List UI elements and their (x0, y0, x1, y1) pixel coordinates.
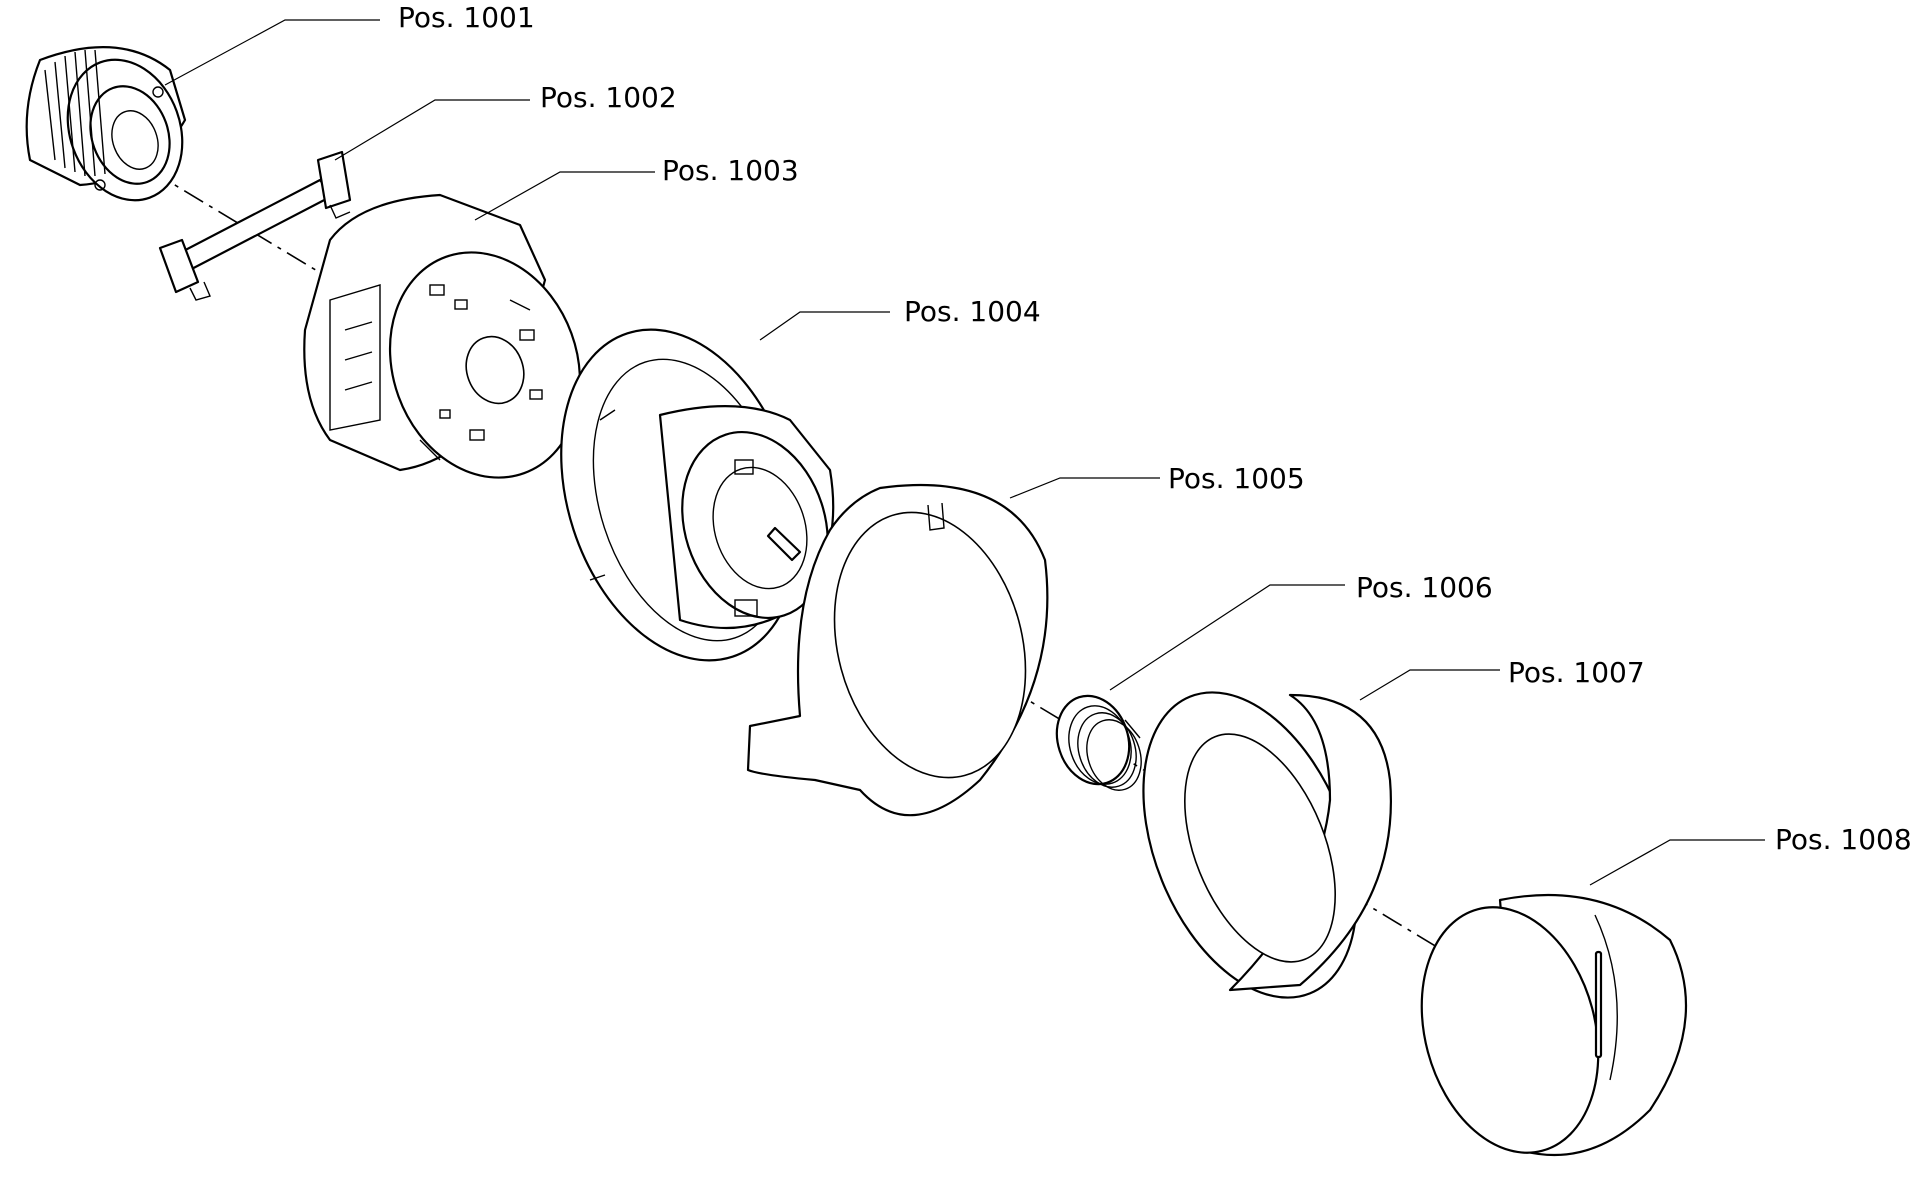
leader-line-1001 (164, 19, 380, 86)
leader-line-1004 (759, 311, 890, 341)
part-1006-spring (1055, 694, 1142, 791)
label-pos-1002: Pos. 1002 (540, 81, 677, 114)
label-pos-1003: Pos. 1003 (662, 154, 799, 187)
leader-line-1006 (1109, 584, 1345, 691)
part-1003-electronics-housing (303, 193, 582, 479)
label-pos-1001: Pos. 1001 (398, 1, 535, 34)
part-1002-cable-bridge (158, 150, 352, 301)
label-pos-1006: Pos. 1006 (1356, 571, 1493, 604)
part-1008-control-knob (1420, 894, 1688, 1157)
label-pos-1007: Pos. 1007 (1508, 656, 1645, 689)
leader-line-1008 (1589, 839, 1765, 886)
part-1001-connector-housing (25, 46, 187, 202)
leader-line-1002 (334, 99, 530, 161)
leader-line-1007 (1359, 669, 1500, 701)
label-pos-1004: Pos. 1004 (904, 295, 1041, 328)
label-pos-1008: Pos. 1008 (1775, 823, 1912, 856)
leader-line-1005 (1009, 477, 1160, 499)
leader-line-1003 (474, 171, 655, 221)
part-1004-base-cam-unit (560, 328, 835, 662)
part-1005-retaining-ring (746, 484, 1049, 817)
part-1007-cover-ring (1142, 691, 1392, 999)
label-pos-1005: Pos. 1005 (1168, 462, 1305, 495)
